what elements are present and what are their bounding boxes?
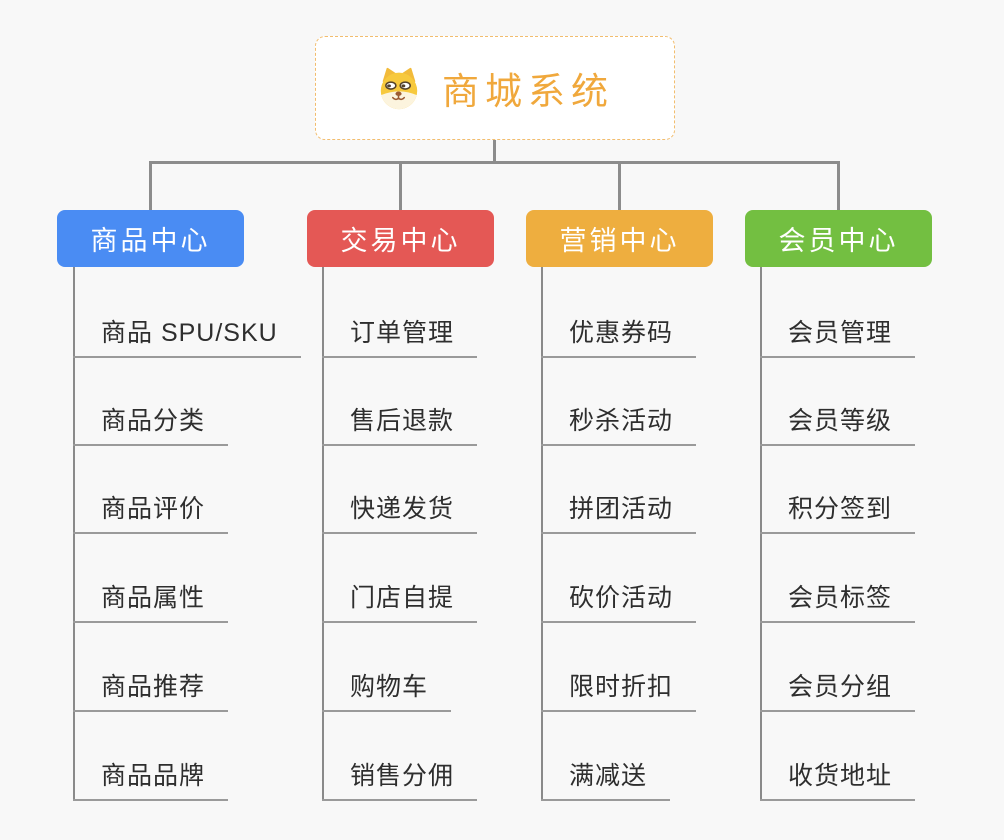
leaf-node[interactable]: 快递发货 (322, 493, 478, 534)
leaf-node[interactable]: 售后退款 (322, 405, 478, 446)
leaf-node[interactable]: 砍价活动 (541, 582, 697, 623)
shiba-dog-icon (380, 67, 418, 110)
leaf-node[interactable]: 秒杀活动 (541, 405, 697, 446)
root-node[interactable]: 商城系统 (315, 36, 675, 140)
leaf-node[interactable]: 优惠券码 (541, 317, 697, 358)
leaf-node[interactable]: 会员分组 (760, 671, 916, 712)
branch-node-product-center[interactable]: 商品中心 (57, 210, 244, 267)
leaf-node[interactable]: 会员标签 (760, 582, 916, 623)
leaf-node[interactable]: 购物车 (322, 671, 452, 712)
leaf-node[interactable]: 收货地址 (760, 760, 916, 801)
root-node-title: 商城系统 (442, 71, 614, 112)
branch-spine-line (322, 267, 324, 801)
branch-spine-line (760, 267, 762, 801)
leaf-node[interactable]: 门店自提 (322, 582, 478, 623)
leaf-node[interactable]: 商品分类 (73, 405, 229, 446)
branch-node-trade-center[interactable]: 交易中心 (307, 210, 494, 267)
branch-label: 商品中心 (90, 226, 211, 256)
branch-node-marketing-center[interactable]: 营销中心 (526, 210, 713, 267)
leaf-node[interactable]: 会员等级 (760, 405, 916, 446)
leaf-node[interactable]: 商品品牌 (73, 760, 229, 801)
leaf-node[interactable]: 销售分佣 (322, 760, 478, 801)
branch-spine-line (541, 267, 543, 801)
branch-spine-line (73, 267, 75, 801)
leaf-node[interactable]: 会员管理 (760, 317, 916, 358)
leaf-node[interactable]: 积分签到 (760, 493, 916, 534)
leaf-node[interactable]: 满减送 (541, 760, 671, 801)
leaf-node[interactable]: 商品属性 (73, 582, 229, 623)
leaf-node[interactable]: 限时折扣 (541, 671, 697, 712)
leaf-node[interactable]: 商品评价 (73, 493, 229, 534)
leaf-node[interactable]: 订单管理 (322, 317, 478, 358)
branch-node-member-center[interactable]: 会员中心 (745, 210, 932, 267)
leaf-node[interactable]: 拼团活动 (541, 493, 697, 534)
branch-label: 会员中心 (778, 226, 899, 256)
leaf-node[interactable]: 商品推荐 (73, 671, 229, 712)
leaf-node[interactable]: 商品 SPU/SKU (73, 317, 301, 358)
branch-label: 营销中心 (559, 226, 680, 256)
branch-label: 交易中心 (340, 226, 461, 256)
